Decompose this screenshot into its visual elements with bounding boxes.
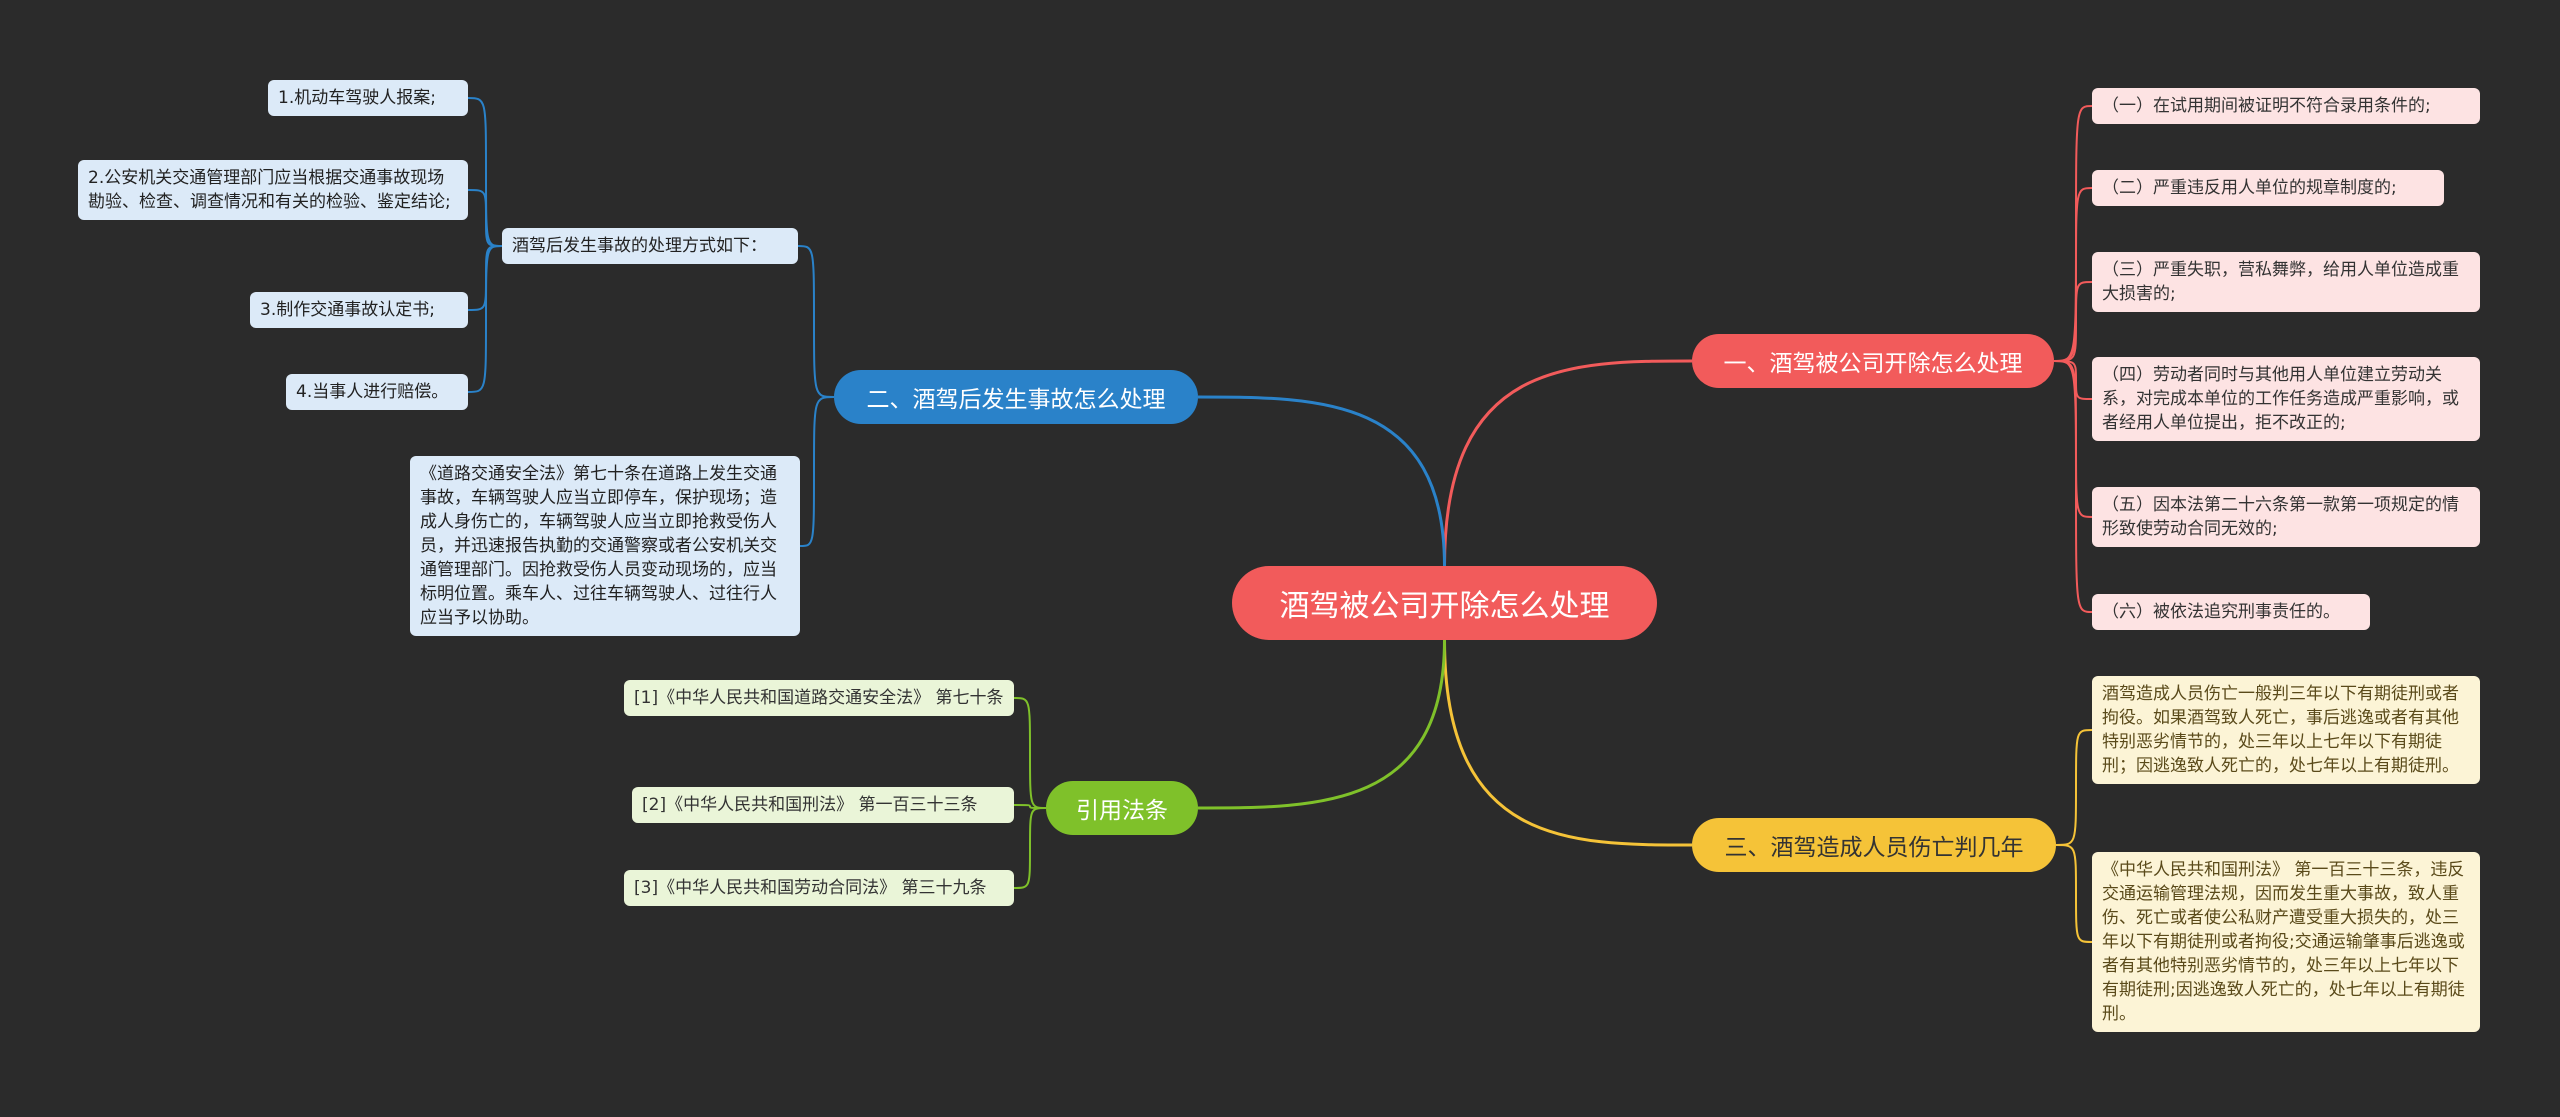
link-sentencing-summary (2055, 729, 2093, 846)
link-traffic-law-excerpt (799, 396, 835, 547)
cited-law-2[interactable]: [2]《中华人民共和国刑法》 第一百三十三条 (632, 787, 1014, 823)
link-procedure-step-3 (467, 245, 503, 311)
link-root-branch-accident-handling (1197, 395, 1446, 567)
link-criminal-law-excerpt (2055, 844, 2093, 943)
link-dismissal-item-6 (2053, 360, 2093, 613)
link-procedure-step-4 (467, 245, 503, 393)
branch-dismissal[interactable]: 一、酒驾被公司开除怎么处理 (1692, 334, 2054, 388)
procedure-step-4[interactable]: 4.当事人进行赔偿。 (286, 374, 468, 410)
cited-law-3[interactable]: [3]《中华人民共和国劳动合同法》 第三十九条 (624, 870, 1014, 906)
dismissal-item-1[interactable]: （一）在试用期间被证明不符合录用条件的; (2092, 88, 2480, 124)
branch-sentencing[interactable]: 三、酒驾造成人员伤亡判几年 (1692, 818, 2056, 872)
link-dismissal-item-2 (2053, 187, 2093, 362)
link-procedure-step-2 (467, 189, 503, 247)
procedure-step-2[interactable]: 2.公安机关交通管理部门应当根据交通事故现场勘验、检查、调查情况和有关的检验、鉴… (78, 160, 468, 220)
link-dismissal-item-4 (2053, 360, 2093, 400)
dismissal-item-3[interactable]: （三）严重失职，营私舞弊，给用人单位造成重大损害的; (2092, 252, 2480, 312)
link-cited-law-3 (1013, 807, 1047, 889)
dismissal-item-4[interactable]: （四）劳动者同时与其他用人单位建立劳动关系，对完成本单位的工作任务造成严重影响，… (2092, 357, 2480, 441)
link-accident-procedure-heading (797, 245, 835, 398)
branch-cited-laws[interactable]: 引用法条 (1046, 781, 1198, 835)
procedure-step-3[interactable]: 3.制作交通事故认定书; (250, 292, 468, 328)
branch-accident-handling[interactable]: 二、酒驾后发生事故怎么处理 (834, 370, 1198, 424)
link-root-branch-dismissal (1443, 359, 1693, 567)
dismissal-item-2[interactable]: （二）严重违反用人单位的规章制度的; (2092, 170, 2444, 206)
link-root-branch-cited-laws (1197, 639, 1446, 810)
procedure-step-1[interactable]: 1.机动车驾驶人报案; (268, 80, 468, 116)
dismissal-item-6[interactable]: （六）被依法追究刑事责任的。 (2092, 594, 2370, 630)
link-dismissal-item-3 (2053, 281, 2093, 362)
link-cited-law-1 (1013, 697, 1047, 809)
link-procedure-step-1 (467, 97, 503, 247)
cited-law-1[interactable]: [1]《中华人民共和国道路交通安全法》 第七十条 (624, 680, 1014, 716)
sentencing-summary[interactable]: 酒驾造成人员伤亡一般判三年以下有期徒刑或者拘役。如果酒驾致人死亡，事后逃逸或者有… (2092, 676, 2480, 784)
criminal-law-excerpt[interactable]: 《中华人民共和国刑法》 第一百三十三条，违反交通运输管理法规，因而发生重大事故，… (2092, 852, 2480, 1032)
central-topic[interactable]: 酒驾被公司开除怎么处理 (1232, 566, 1657, 640)
link-dismissal-item-1 (2053, 105, 2093, 362)
accident-procedure-heading[interactable]: 酒驾后发生事故的处理方式如下： (502, 228, 798, 264)
link-root-branch-sentencing (1443, 639, 1693, 847)
traffic-law-excerpt[interactable]: 《道路交通安全法》第七十条在道路上发生交通事故，车辆驾驶人应当立即停车，保护现场… (410, 456, 800, 636)
link-dismissal-item-5 (2053, 360, 2093, 518)
dismissal-item-5[interactable]: （五）因本法第二十六条第一款第一项规定的情形致使劳动合同无效的; (2092, 487, 2480, 547)
